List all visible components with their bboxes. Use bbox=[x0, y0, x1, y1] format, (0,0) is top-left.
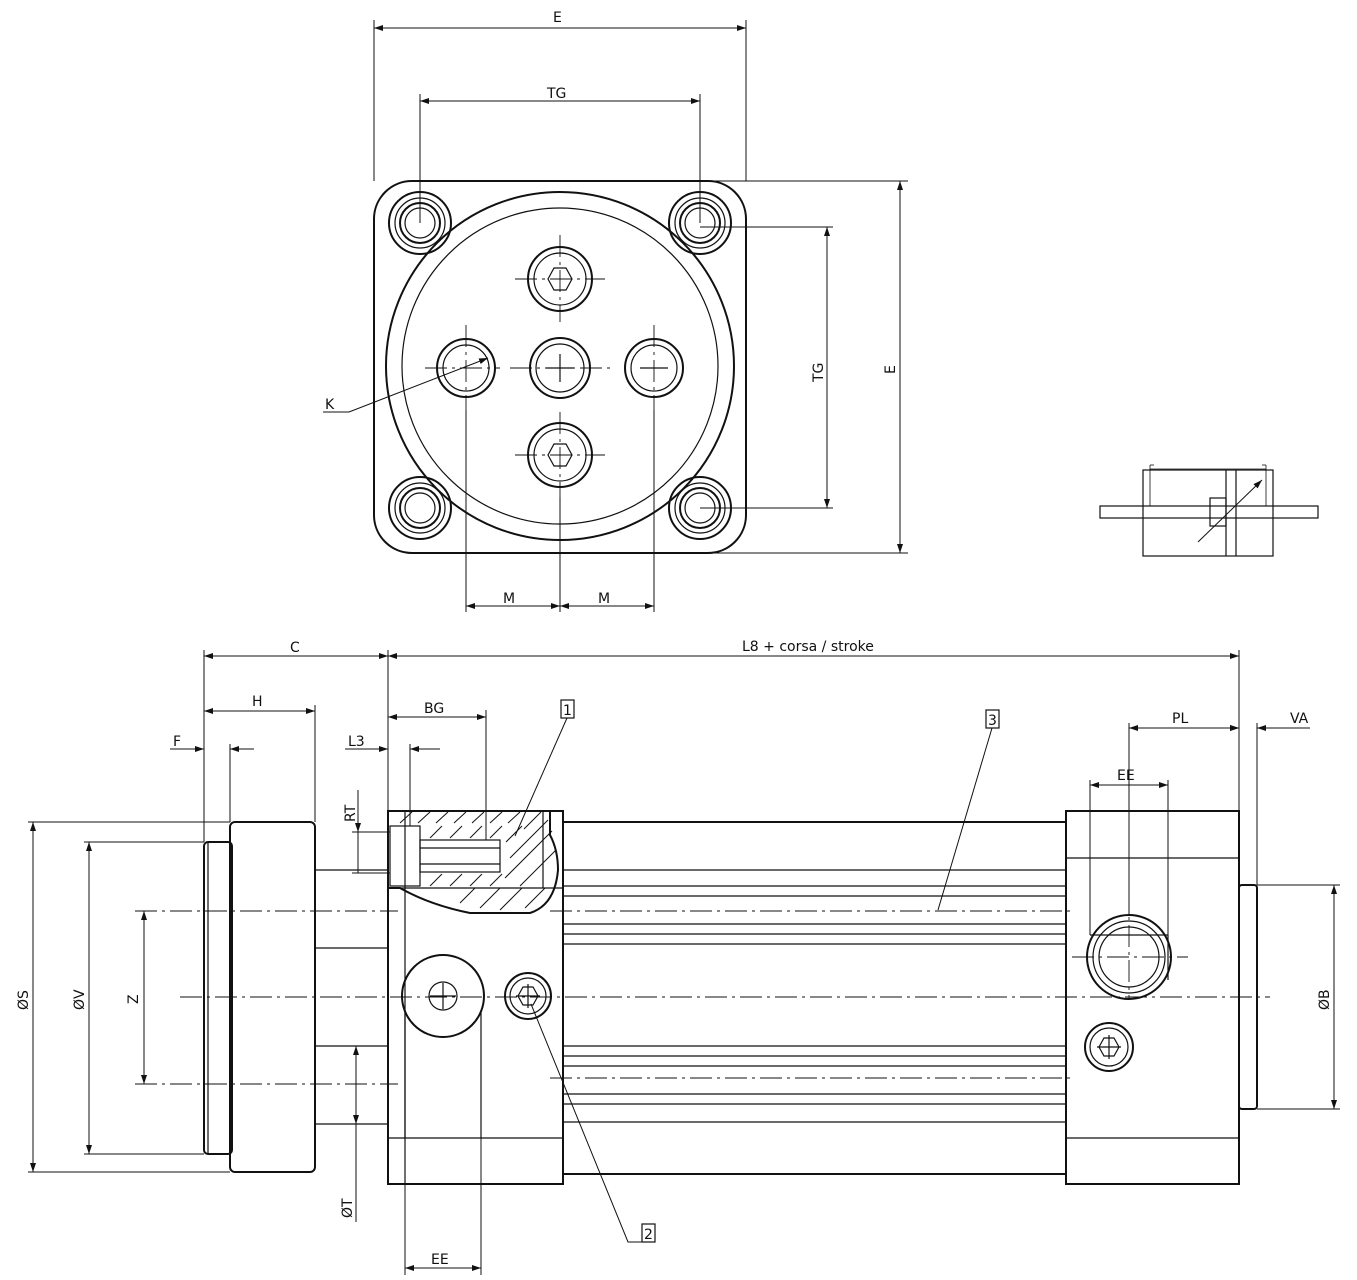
rear-port bbox=[1072, 914, 1188, 1000]
callout-2-box bbox=[641, 1223, 656, 1243]
dim-E-right: E bbox=[883, 365, 899, 374]
pneumatic-symbol bbox=[1099, 464, 1319, 557]
flange-rim bbox=[203, 841, 233, 1155]
dim-S: ØS bbox=[16, 990, 32, 1010]
end-view: K E TG TG E M M bbox=[323, 10, 908, 612]
rear-screw bbox=[1084, 1022, 1134, 1072]
dim-L8: L8 + corsa / stroke bbox=[742, 639, 874, 655]
section-cut bbox=[387, 810, 560, 914]
dim-Z: Z bbox=[126, 994, 142, 1004]
cylinder-tube bbox=[562, 821, 1067, 1175]
dim-T: ØT bbox=[340, 1198, 356, 1218]
side-view: C L8 + corsa / stroke H F L3 BG RT 1 bbox=[16, 639, 1340, 1275]
dim-EE-bottom: EE bbox=[431, 1252, 449, 1268]
dim-V: ØV bbox=[72, 989, 88, 1010]
dim-B: ØB bbox=[1317, 989, 1333, 1010]
dim-E-top: E bbox=[553, 10, 562, 26]
dim-TG-right: TG bbox=[811, 363, 827, 383]
callout-3: 3 bbox=[988, 713, 997, 729]
dim-BG: BG bbox=[424, 701, 444, 717]
dim-EE-right: EE bbox=[1117, 768, 1135, 784]
tie-rod-nut-bl bbox=[388, 476, 452, 540]
callout-1: 1 bbox=[563, 703, 572, 719]
dim-TG-top: TG bbox=[546, 86, 566, 102]
dim-C: C bbox=[290, 640, 300, 656]
dim-VA: VA bbox=[1290, 711, 1309, 727]
front-screw bbox=[504, 972, 552, 1020]
dim-F: F bbox=[173, 734, 181, 750]
dim-M-left: M bbox=[503, 591, 515, 607]
dim-L3: L3 bbox=[348, 734, 365, 750]
dim-K: K bbox=[325, 397, 335, 413]
dim-M-right: M bbox=[598, 591, 610, 607]
hex-screw-top bbox=[515, 235, 605, 322]
callout-2: 2 bbox=[644, 1227, 653, 1243]
callout-3-box bbox=[985, 709, 1000, 729]
front-port bbox=[401, 954, 485, 1138]
rear-head bbox=[1065, 810, 1240, 1185]
dim-H: H bbox=[252, 694, 263, 710]
dim-RT: RT bbox=[343, 804, 359, 822]
callout-1-box bbox=[560, 699, 575, 719]
hex-screw-bottom bbox=[515, 412, 605, 498]
port-right bbox=[624, 325, 684, 410]
dim-PL: PL bbox=[1172, 711, 1188, 727]
